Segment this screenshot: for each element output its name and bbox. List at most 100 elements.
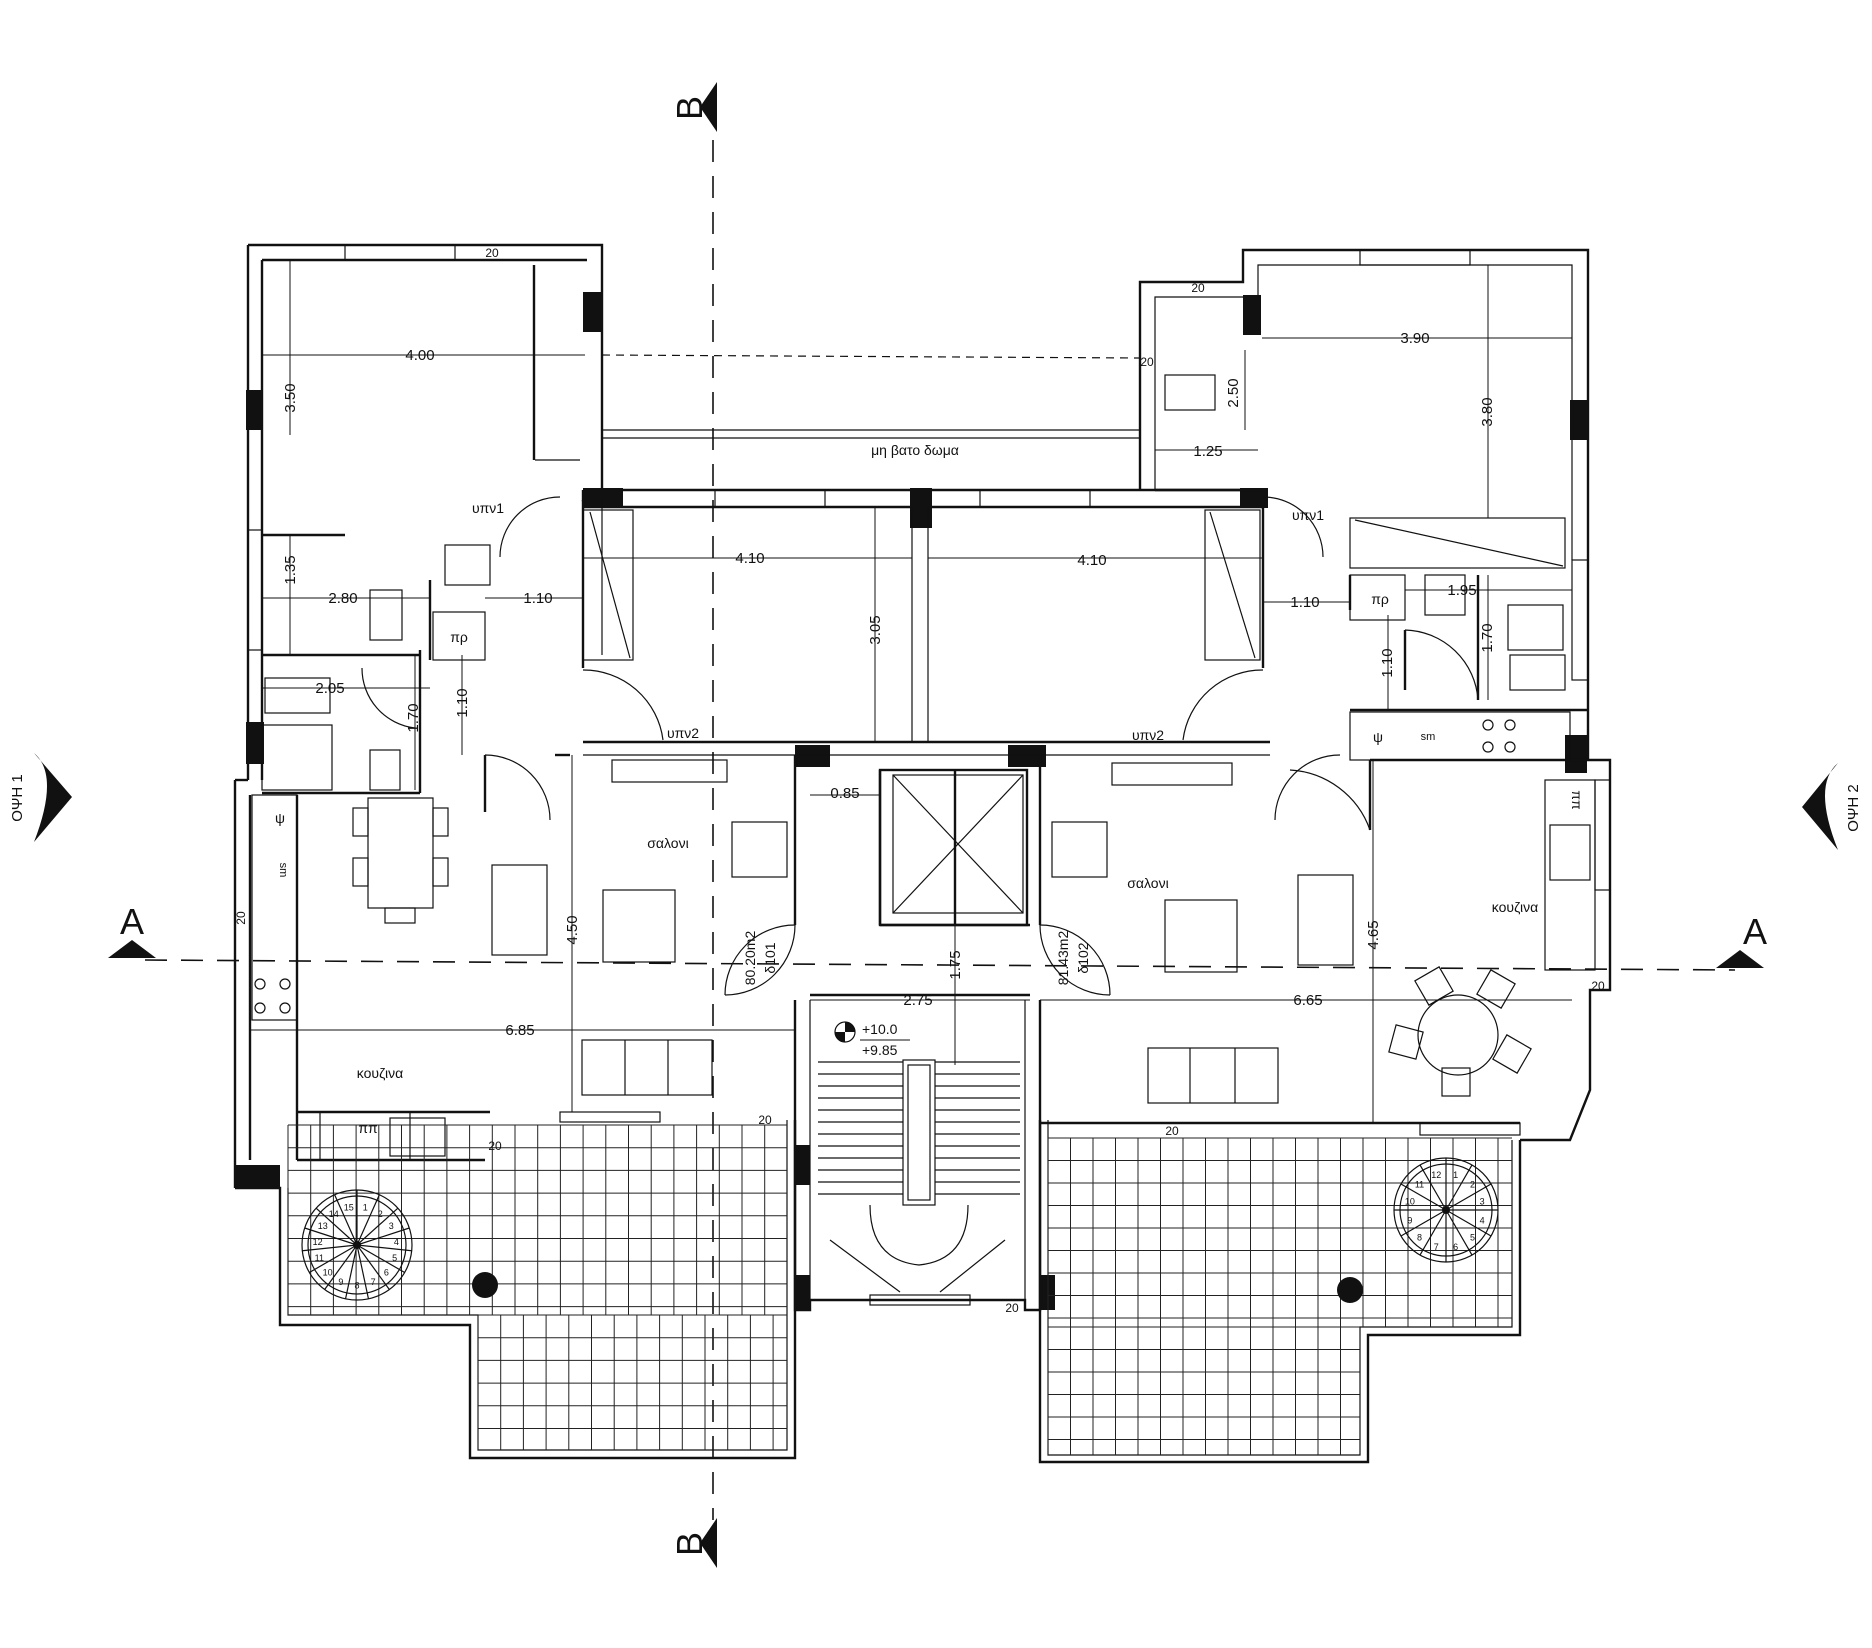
- svg-text:20: 20: [1191, 281, 1205, 295]
- dim-1-25: 1.25: [1193, 443, 1222, 460]
- room-labels: υπν1 υπν1 υπν2 υπν2 σαλονι σαλονι κουζιν…: [357, 442, 1538, 1081]
- dim-1-75: 1.75: [947, 950, 964, 979]
- left-drain: [472, 1272, 498, 1298]
- dim-4-10-right: 4.10: [1077, 552, 1106, 569]
- right-kitchen-label: κουζινα: [1492, 899, 1538, 915]
- svg-text:πρ: πρ: [450, 629, 468, 645]
- spiral-step-number: 9: [1407, 1216, 1412, 1226]
- spiral-step-number: 10: [1405, 1196, 1415, 1206]
- spiral-step-number: 10: [323, 1267, 333, 1277]
- spiral-step-number: 8: [354, 1281, 359, 1291]
- doors: [361, 496, 1479, 996]
- left-living-furniture: [491, 759, 788, 1096]
- dim-3-50: 3.50: [282, 383, 299, 412]
- svg-text:20: 20: [488, 1139, 502, 1153]
- spiral-step-number: 7: [371, 1277, 376, 1287]
- svg-text:20: 20: [1591, 979, 1605, 993]
- elevator: [878, 768, 1029, 927]
- spiral-step-number: 11: [315, 1253, 324, 1263]
- left-apartment-area: 80.20m2 δ101: [724, 924, 796, 996]
- left-stove-label: ππ: [358, 1120, 378, 1136]
- spiral-step-number: 3: [1480, 1196, 1485, 1206]
- wardrobes: [582, 509, 1566, 661]
- dim-3-90: 3.90: [1400, 330, 1429, 347]
- dim-4-50: 4.50: [564, 915, 581, 944]
- svg-text:80.20m2: 80.20m2: [742, 931, 758, 986]
- dim-1-95: 1.95: [1447, 582, 1476, 599]
- right-washer-label: ψ: [1373, 729, 1383, 745]
- spiral-step-number: 1: [363, 1202, 368, 1212]
- left-bedroom2-label: υπν2: [667, 725, 699, 741]
- dim-1-35: 1.35: [282, 555, 299, 584]
- right-living-furniture: [1051, 762, 1354, 1104]
- spiral-step-number: 12: [313, 1237, 323, 1247]
- outer-walls: [233, 243, 1612, 1464]
- spiral-step-number: 7: [1434, 1242, 1439, 1252]
- svg-text:ΟΨΗ 2: ΟΨΗ 2: [1845, 784, 1862, 832]
- dim-2-75: 2.75: [903, 992, 932, 1009]
- right-sink-label: sm: [1421, 731, 1436, 743]
- spiral-step-number: 4: [394, 1237, 399, 1247]
- svg-text:ΟΨΗ 1: ΟΨΗ 1: [9, 774, 26, 822]
- left-kitchen-counter: ψ sm ππ: [251, 794, 446, 1161]
- right-terrace-tiles: [1047, 1137, 1512, 1455]
- svg-text:20: 20: [1005, 1301, 1019, 1315]
- svg-text:20: 20: [1165, 1124, 1179, 1138]
- dim-2-05: 2.05: [315, 680, 344, 697]
- spiral-step-number: 12: [1431, 1170, 1441, 1180]
- svg-text:B: B: [669, 1532, 710, 1556]
- dim-1-70-right: 1.70: [1479, 623, 1496, 652]
- view-marker-2: ΟΨΗ 2: [1802, 763, 1862, 850]
- spiral-step-number: 4: [1480, 1216, 1485, 1226]
- dim-3-05: 3.05: [867, 615, 884, 644]
- dim-2-50: 2.50: [1225, 378, 1242, 407]
- dim-6-85: 6.85: [505, 1022, 534, 1039]
- dim-6-65: 6.65: [1293, 992, 1322, 1009]
- dimension-labels: 4.00 3.50 1.35 2.80 2.05 1.70 1.10 1.10 …: [282, 330, 1496, 1039]
- svg-text:δ102: δ102: [1075, 942, 1091, 973]
- svg-text:A: A: [1743, 911, 1767, 952]
- spiral-step-number: 2: [378, 1209, 383, 1219]
- spiral-step-number: 15: [344, 1202, 354, 1212]
- svg-text:81.43m2: 81.43m2: [1055, 931, 1071, 986]
- spiral-step-number: 3: [389, 1221, 394, 1231]
- right-fridge: πρ: [1349, 574, 1406, 621]
- left-bedroom1-label: υπν1: [472, 500, 504, 516]
- level-mark: +10.0 +9.85: [834, 1021, 910, 1058]
- spiral-step-number: 11: [1415, 1180, 1424, 1190]
- right-dining-set: [1388, 966, 1532, 1097]
- spiral-step-number: 14: [329, 1209, 339, 1219]
- spiral-step-number: 6: [384, 1267, 389, 1277]
- left-kitchen-label: κουζινα: [357, 1065, 403, 1081]
- level-bottom: +9.85: [862, 1042, 898, 1058]
- spiral-step-number: 8: [1417, 1232, 1422, 1242]
- svg-text:δ101: δ101: [762, 942, 778, 973]
- right-living-label: σαλονι: [1127, 875, 1168, 891]
- left-sink-label: sm: [277, 863, 289, 878]
- svg-text:20: 20: [485, 246, 499, 260]
- section-marker-b-bottom: B: [669, 1518, 717, 1568]
- svg-text:B: B: [669, 96, 710, 120]
- right-bedroom1-label: υπν1: [1292, 507, 1324, 523]
- right-drain: [1337, 1277, 1363, 1303]
- right-bedroom2-label: υπν2: [1132, 727, 1164, 743]
- spiral-step-number: 13: [318, 1221, 328, 1231]
- right-stove-label: ππ: [1569, 790, 1585, 810]
- dim-2-80: 2.80: [328, 590, 357, 607]
- wall-thickness-labels: 20 20 20 20 20 20 20 20 20: [234, 246, 1605, 1315]
- dim-1-10-left-v: 1.10: [454, 688, 471, 717]
- left-fridge: πρ: [432, 611, 486, 661]
- view-marker-1: ΟΨΗ 1: [9, 753, 72, 842]
- section-lines: [144, 140, 1736, 1520]
- left-living-label: σαλονι: [647, 835, 688, 851]
- level-top: +10.0: [862, 1021, 898, 1037]
- spiral-step-number: 5: [392, 1253, 397, 1263]
- dim-1-70-left: 1.70: [405, 703, 422, 732]
- svg-text:20: 20: [234, 911, 248, 925]
- left-terrace-tiles: [287, 1124, 787, 1450]
- right-apartment-area: 81.43m2 δ102: [1039, 924, 1111, 996]
- svg-text:20: 20: [1140, 355, 1154, 369]
- dim-1-10-left-h: 1.10: [523, 590, 552, 607]
